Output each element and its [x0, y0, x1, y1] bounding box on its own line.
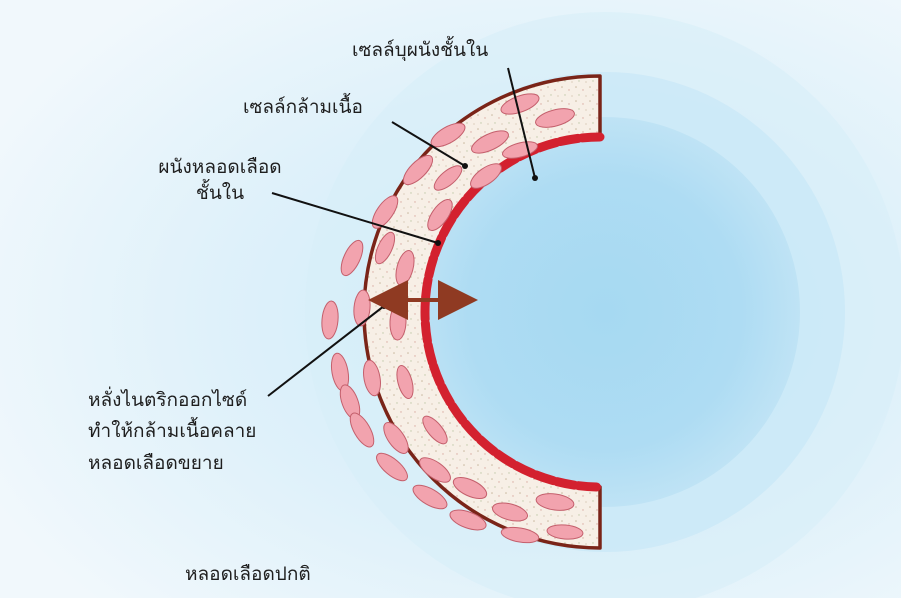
leader-dot [381, 303, 387, 309]
label-inner-wall-line1: ผนังหลอดเลือด [140, 155, 300, 181]
label-nitric-oxide-line3: หลอดเลือดขยาย [88, 448, 256, 479]
label-muscle-cell: เซลล์กล้ามเนื้อ [243, 95, 363, 121]
label-inner-wall: ผนังหลอดเลือด ชั้นใน [140, 155, 300, 206]
leader-dot [435, 240, 441, 246]
leader-dot [462, 163, 468, 169]
leader-dot [532, 175, 538, 181]
label-nitric-oxide: หลั่งไนตริกออกไซด์ ทำให้กล้ามเนื้อคลาย ห… [88, 385, 256, 479]
caption-normal-vessel: หลอดเลือดปกติ [185, 562, 311, 588]
label-nitric-oxide-line2: ทำให้กล้ามเนื้อคลาย [88, 416, 256, 447]
label-endothelial: เซลล์บุผนังชั้นใน [352, 38, 488, 64]
label-inner-wall-line2: ชั้นใน [140, 181, 300, 207]
label-nitric-oxide-line1: หลั่งไนตริกออกไซด์ [88, 385, 256, 416]
